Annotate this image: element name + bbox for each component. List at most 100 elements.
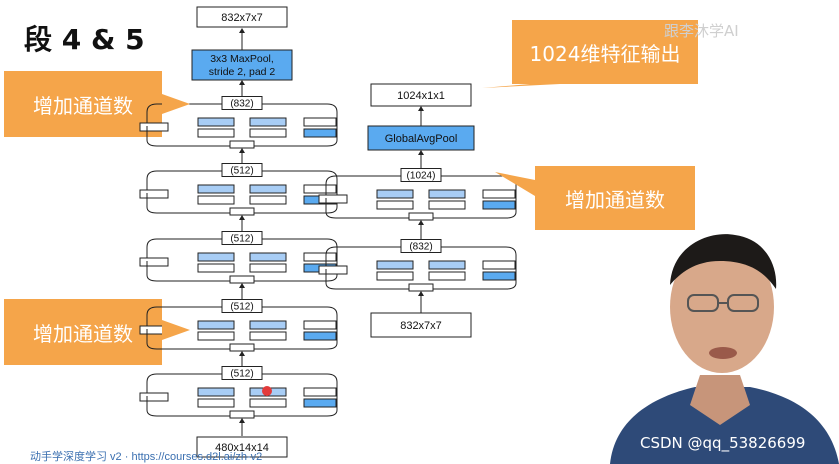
left-arrow-2-head [239,80,245,85]
left-inception-4-concat-text: (512) [230,302,253,313]
left-inception-4-b4-top [303,320,337,330]
left-inception-2-b4-top [303,184,337,194]
left-inception-5-b1 [139,392,169,402]
right-arrow-between-head [418,220,424,225]
right-inception-2-concat-text: (832) [409,242,432,253]
callout-tail-top-right [482,84,560,88]
left-inception-4-b2-bot [197,331,235,341]
left-inception-4-loop-l [146,306,222,329]
right-arrow-input-head [418,291,424,296]
left-inception-3-b3-top [249,252,287,262]
left-input-box-text: 480x14x14 [215,442,269,454]
callout-top-right: 1024维特征输出 [512,20,698,84]
left-inception-1-b3-top [249,117,287,127]
left-inception-5-b3-bot [249,398,287,408]
callout-right-text: 增加通道数 [565,187,665,212]
left-input-box [196,436,288,458]
left-inception-3-b1 [139,257,169,267]
left-inception-3-loop-l [146,238,222,261]
left-inception-3-b2-top [197,252,235,262]
left-inception-1-loop-r [262,103,338,126]
left-inception-1-loop-l [146,103,222,126]
right-inception-2-b3-top [428,260,466,270]
left-inception-3-b2-bot [197,263,235,273]
callout-right: 增加通道数 [535,166,695,230]
brand-logo-text: 跟李沐学AI [664,22,739,40]
left-inception-1-b4-top [303,117,337,127]
left-inception-3-b3-bot [249,263,287,273]
right-inception-2-b2-bot [376,271,414,281]
left-inception-4-b3-bot [249,331,287,341]
left-arrow-between-1-head [239,148,245,153]
right-inception-2-b2-top [376,260,414,270]
right-inception-2-loop-r [441,246,517,269]
right-inception-2-b4-top [482,260,516,270]
footer-link[interactable]: 动手学深度学习 v2 · https://courses.d2l.ai/zh-v… [30,451,263,463]
left-inception-4-b2-top [197,320,235,330]
left-inception-2-b1 [139,189,169,199]
left-inception-5-b4-bot [303,398,337,408]
callout-tail-bottom-left [162,320,190,340]
left-inception-1-input-box [229,140,255,149]
left-inception-2-concat [221,163,263,177]
left-arrow-input-head [239,418,245,423]
right-input-box [370,312,472,338]
global-avg-pool-text: GlobalAvgPool [385,133,458,145]
right-inception-1-b3-bot [428,200,466,210]
left-inception-2-b2-top [197,184,235,194]
left-output-box-text: 832x7x7 [221,12,263,24]
right-inception-2-b4-bot [482,271,516,281]
left-inception-2-b2-bot [197,195,235,205]
left-inception-5-loop-r [262,373,338,396]
left-arrow-between-4-head [239,351,245,356]
left-inception-2-loop-r [262,170,338,193]
right-input-box-text: 832x7x7 [400,320,442,332]
left-arrow-top-head [239,28,245,33]
presenter-video [610,234,839,464]
left-inception-4-b4-bot [303,331,337,341]
left-inception-4-input-box [229,343,255,352]
global-avg-pool-box [367,125,475,151]
left-inception-4-b3-top [249,320,287,330]
left-output-box [196,6,288,28]
right-inception-1-concat [400,168,442,182]
left-inception-3-concat [221,231,263,245]
left-inception-4-loop-r [262,306,338,329]
left-inception-5-input-box [229,410,255,419]
slide-title: 段 4 & 5 [24,23,145,56]
left-inception-3-concat-text: (512) [230,234,253,245]
right-inception-2-input-box [408,283,434,292]
left-inception-5-concat-text: (512) [230,369,253,380]
right-inception-1-input-box [408,212,434,221]
right-inception-1-b2-bot [376,200,414,210]
left-inception-1-concat-text: (832) [230,99,253,110]
left-arrow-between-3-head [239,283,245,288]
maxpool-text-2: stride 2, pad 2 [209,66,276,78]
left-inception-3-input-box [229,275,255,284]
left-inception-5-b4-top [303,387,337,397]
right-inception-1-b3-top [428,189,466,199]
right-inception-2-b1 [318,265,348,275]
callout-bottom-left-text: 增加通道数 [33,321,133,346]
left-inception-1-b4-bot [303,128,337,138]
left-inception-5-b2-top [197,387,235,397]
callout-tail-top-left [162,94,190,114]
callout-top-left: 增加通道数 [4,71,162,137]
callout-tail-right [495,172,535,196]
right-inception-2-loop-l [325,246,401,269]
left-inception-2-b3-top [249,184,287,194]
left-inception-5-b2-bot [197,398,235,408]
left-inception-2-input-box [229,207,255,216]
left-inception-1-b1 [139,122,169,132]
right-arrow-2-head [418,150,424,155]
left-inception-2-b3-bot [249,195,287,205]
watermark: CSDN @qq_53826699 [640,434,806,452]
left-arrow-between-2-head [239,215,245,220]
right-arrow-top-head [418,106,424,111]
left-inception-1-b2-bot [197,128,235,138]
right-inception-1-b2-top [376,189,414,199]
left-inception-5-concat [221,366,263,380]
